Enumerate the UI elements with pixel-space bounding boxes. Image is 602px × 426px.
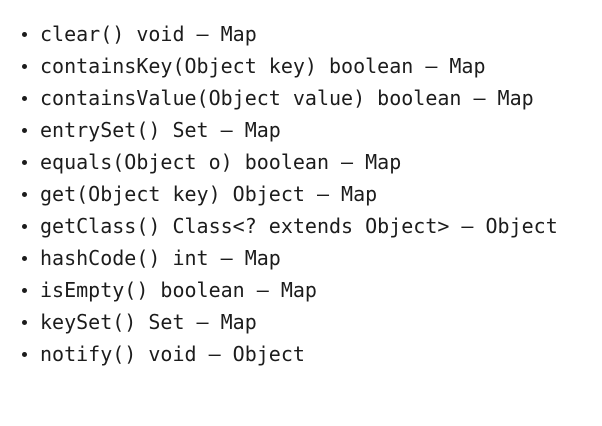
list-item[interactable]: get(Object key) Object — Map bbox=[0, 178, 602, 210]
bullet-icon bbox=[22, 31, 27, 37]
proposal-label: keySet() Set — Map bbox=[40, 310, 257, 334]
proposal-label: entrySet() Set — Map bbox=[40, 118, 281, 142]
bullet-icon bbox=[22, 319, 27, 325]
bullet-icon bbox=[22, 95, 27, 101]
list-item[interactable]: notify() void — Object bbox=[0, 338, 602, 370]
list-item[interactable]: keySet() Set — Map bbox=[0, 306, 602, 338]
bullet-icon bbox=[22, 159, 27, 165]
list-item[interactable]: clear() void — Map bbox=[0, 18, 602, 50]
list-item[interactable]: containsValue(Object value) boolean — Ma… bbox=[0, 82, 602, 114]
proposal-label: getClass() Class<? extends Object> — Obj… bbox=[40, 214, 558, 238]
bullet-icon bbox=[22, 287, 27, 293]
bullet-icon bbox=[22, 63, 27, 69]
proposal-label: containsKey(Object key) boolean — Map bbox=[40, 54, 486, 78]
proposal-label: notify() void — Object bbox=[40, 342, 305, 366]
bullet-icon bbox=[22, 255, 27, 261]
bullet-icon bbox=[22, 223, 27, 229]
list-item[interactable]: isEmpty() boolean — Map bbox=[0, 274, 602, 306]
list-item[interactable]: entrySet() Set — Map bbox=[0, 114, 602, 146]
bullet-icon bbox=[22, 351, 27, 357]
bullet-icon bbox=[22, 127, 27, 133]
proposal-label: hashCode() int — Map bbox=[40, 246, 281, 270]
proposal-label: containsValue(Object value) boolean — Ma… bbox=[40, 86, 534, 110]
bullet-icon bbox=[22, 191, 27, 197]
list-item[interactable]: equals(Object o) boolean — Map bbox=[0, 146, 602, 178]
list-item[interactable]: getClass() Class<? extends Object> — Obj… bbox=[0, 210, 602, 242]
proposal-label: equals(Object o) boolean — Map bbox=[40, 150, 402, 174]
proposal-label: clear() void — Map bbox=[40, 22, 257, 46]
completion-proposal-list[interactable]: clear() void — Map containsKey(Object ke… bbox=[0, 18, 602, 370]
proposal-label: isEmpty() boolean — Map bbox=[40, 278, 317, 302]
list-item[interactable]: containsKey(Object key) boolean — Map bbox=[0, 50, 602, 82]
proposal-label: get(Object key) Object — Map bbox=[40, 182, 378, 206]
list-item[interactable]: hashCode() int — Map bbox=[0, 242, 602, 274]
